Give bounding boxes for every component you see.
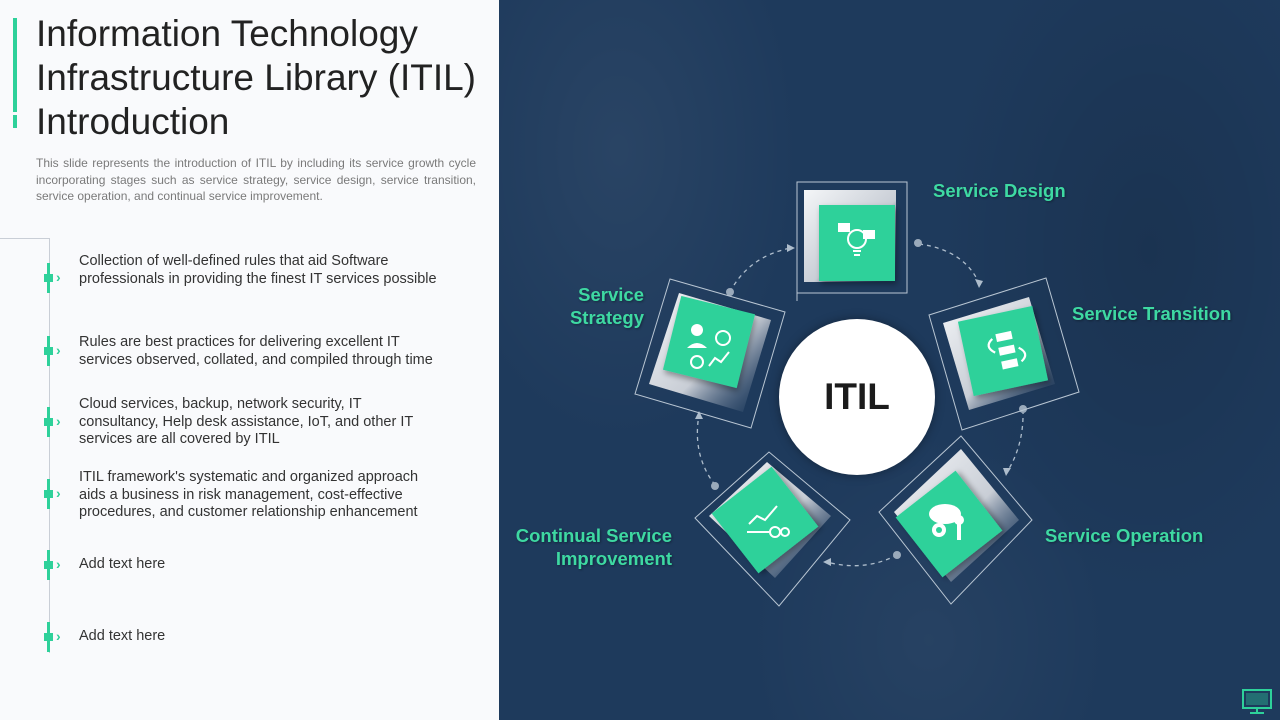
cloud-gears-icon xyxy=(929,504,964,540)
bullet-text: Cloud services, backup, network security… xyxy=(79,396,413,447)
bullet-item: › Collection of well-defined rules that … xyxy=(44,253,464,293)
bullet-item: › Add text here xyxy=(44,622,464,652)
bullet-item: › Add text here xyxy=(44,550,464,580)
chevron-right-icon: › xyxy=(56,628,61,644)
monitor-icon[interactable] xyxy=(1242,689,1272,715)
bullet-marker: › xyxy=(44,550,61,580)
itil-center-label: ITIL xyxy=(824,376,890,417)
stage-continual-improvement xyxy=(694,451,851,607)
chevron-right-icon: › xyxy=(56,556,61,572)
chevron-right-icon: › xyxy=(56,269,61,285)
content-panel: Information Technology Infrastructure Li… xyxy=(0,0,499,720)
chevron-right-icon: › xyxy=(56,413,61,429)
bullet-text: ITIL framework's systematic and organize… xyxy=(79,469,419,520)
label-continual-improvement: Continual Service Improvement xyxy=(515,525,672,569)
growth-chart-gear-icon xyxy=(747,505,790,538)
label-service-design: Service Design xyxy=(933,180,1066,201)
title-accent-dot xyxy=(13,115,17,128)
chevron-right-icon: › xyxy=(56,485,61,501)
bullet-marker: › xyxy=(44,336,61,366)
bullet-text: Rules are best practices for delivering … xyxy=(79,334,433,368)
diagram-panel: ITIL Service Design Service Transition S… xyxy=(499,0,1280,720)
stage-service-transition xyxy=(928,277,1080,431)
cycle-dots xyxy=(711,239,1027,559)
cycle-arrows xyxy=(696,243,1024,567)
stage-service-operation xyxy=(878,435,1033,605)
businessman-dollar-icon xyxy=(687,324,731,369)
slide-description: This slide represents the introduction o… xyxy=(36,156,476,203)
label-service-strategy: Service Strategy xyxy=(569,284,644,328)
bullet-item: › ITIL framework's systematic and organi… xyxy=(44,469,464,520)
bullet-text: Add text here xyxy=(79,628,166,644)
arrow-heads xyxy=(695,244,1011,566)
bullet-item: › Rules are best practices for deliverin… xyxy=(44,334,464,368)
label-service-operation: Service Operation xyxy=(1045,525,1204,546)
timeline-line xyxy=(49,238,50,653)
title-accent-bar xyxy=(13,18,17,112)
timeline-connector xyxy=(0,238,49,239)
bullet-text: Add text here xyxy=(79,556,166,572)
stage-service-design xyxy=(796,181,908,301)
bullet-marker: › xyxy=(44,407,61,437)
bullet-marker: › xyxy=(44,263,61,293)
lightbulb-chat-icon xyxy=(838,223,875,256)
itil-cycle-diagram xyxy=(634,181,1080,607)
bullet-marker: › xyxy=(44,479,61,509)
chevron-right-icon: › xyxy=(56,342,61,358)
stage-service-strategy xyxy=(634,278,786,429)
label-service-transition: Service Transition xyxy=(1072,303,1232,324)
bullet-marker: › xyxy=(44,622,61,652)
bullet-item: › Cloud services, backup, network securi… xyxy=(44,396,464,447)
bullet-text: Collection of well-defined rules that ai… xyxy=(79,253,437,287)
process-flow-icon xyxy=(987,330,1027,370)
itil-center-circle: ITIL xyxy=(779,319,935,475)
slide-title: Information Technology Infrastructure Li… xyxy=(36,13,477,142)
